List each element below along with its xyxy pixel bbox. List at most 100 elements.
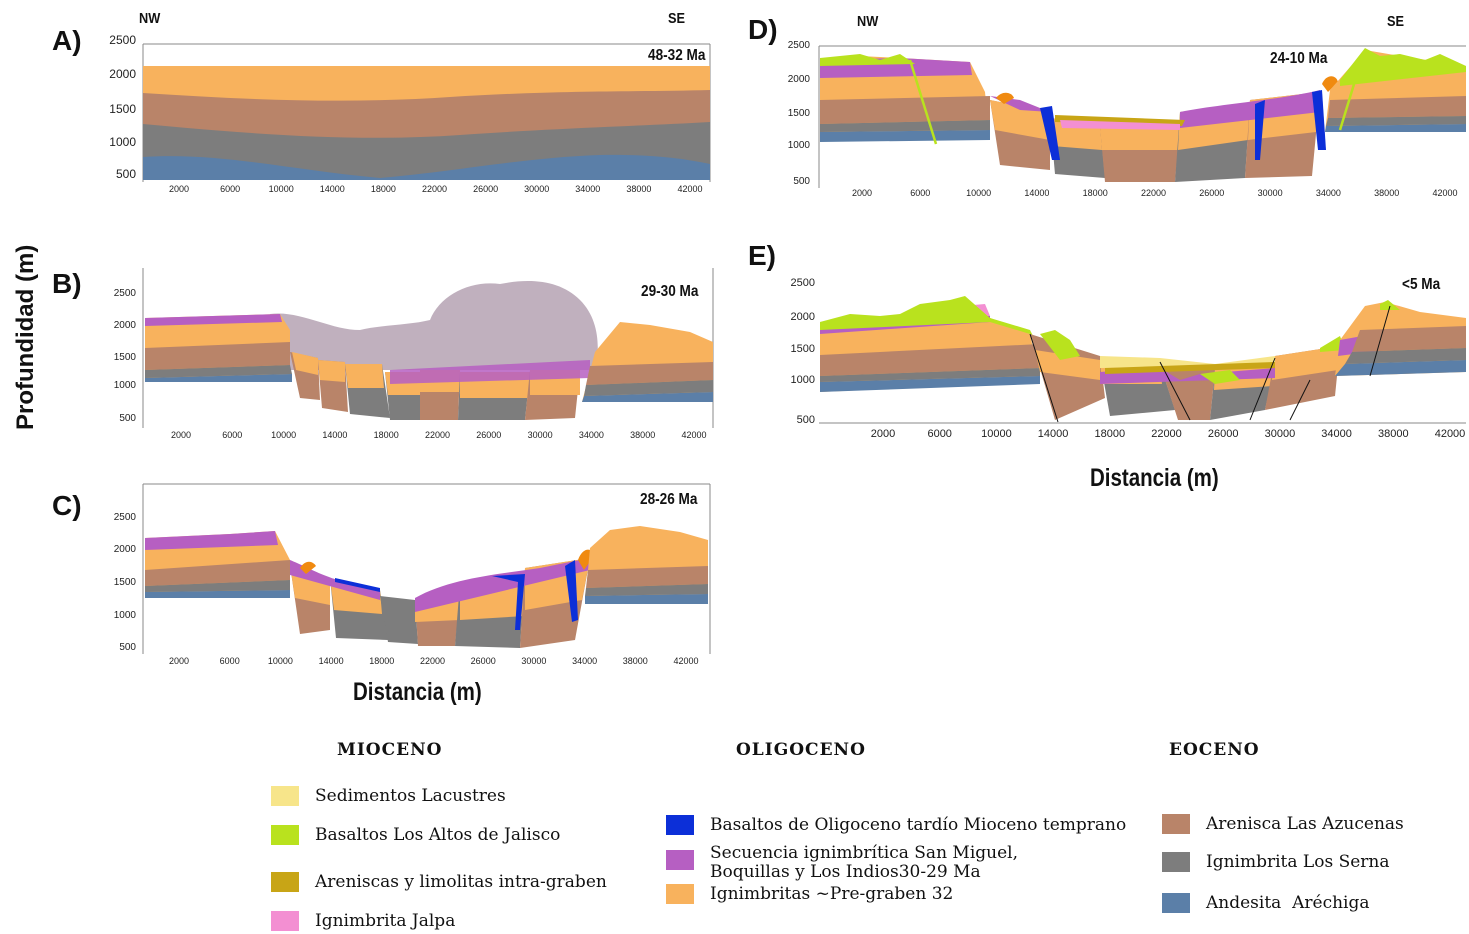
legend-label: Sedimentos Lacustres (315, 785, 506, 806)
x-tick-label: 42000 (1435, 428, 1466, 440)
panel-c-age: 28-26 Ma (640, 491, 698, 508)
x-tick-label: 10000 (966, 188, 991, 198)
x-axis-title-right: Distancia (m) (1090, 464, 1219, 492)
x-tick-label: 34000 (1316, 188, 1341, 198)
y-tick-label: 1000 (791, 374, 815, 386)
x-tick-label: 14000 (1024, 188, 1049, 198)
panel-a-letter: A) (52, 25, 82, 56)
x-tick-label: 26000 (1208, 428, 1239, 440)
legend-item-jalpa: Ignimbrita Jalpa (271, 911, 455, 931)
x-tick-label: 10000 (981, 428, 1012, 440)
x-tick-label: 6000 (927, 428, 951, 440)
legend-label: Ignimbrita Los Serna (1206, 851, 1390, 872)
x-tick-label: 10000 (269, 184, 294, 194)
x-tick-label: 2000 (169, 656, 189, 666)
x-tick-label: 30000 (1258, 188, 1283, 198)
x-tick-label: 22000 (422, 184, 447, 194)
x-tick-label: 38000 (1374, 188, 1399, 198)
x-tick-label: 34000 (572, 656, 597, 666)
x-tick-label: 42000 (1432, 188, 1457, 198)
legend-swatch (271, 911, 299, 931)
legend-item-lacustres: Sedimentos Lacustres (271, 786, 506, 806)
y-tick-label: 1000 (114, 380, 137, 391)
x-tick-label: 38000 (1378, 428, 1409, 440)
legend-item-azucenas: Arenisca Las Azucenas (1162, 814, 1404, 834)
y-tick-label: 1500 (788, 108, 811, 119)
y-tick-label: 500 (119, 642, 136, 653)
x-tick-label: 6000 (910, 188, 930, 198)
x-tick-label: 18000 (371, 184, 396, 194)
legend-label: Arenisca Las Azucenas (1206, 813, 1404, 834)
panel-d-age: 24-10 Ma (1270, 50, 1328, 67)
x-tick-label: 26000 (471, 656, 496, 666)
y-tick-label: 1000 (109, 135, 136, 149)
x-tick-label: 22000 (420, 656, 445, 666)
x-tick-label: 14000 (320, 184, 345, 194)
legend-swatch (666, 884, 694, 904)
legend-label: Areniscas y limolitas intra-graben (315, 871, 607, 892)
legend-label: Basaltos Los Altos de Jalisco (315, 824, 561, 845)
x-tick-label: 14000 (319, 656, 344, 666)
y-tick-label: 1500 (114, 577, 137, 588)
legend-swatch (1162, 852, 1190, 872)
x-tick-label: 26000 (476, 430, 501, 440)
legend-swatch (666, 850, 694, 870)
panel-b-letter: B) (52, 268, 82, 299)
y-tick-label: 2500 (114, 512, 137, 523)
panel-d-letter: D) (748, 14, 778, 45)
legend-swatch (271, 872, 299, 892)
x-tick-label: 6000 (222, 430, 242, 440)
y-tick-label: 500 (116, 167, 136, 181)
x-tick-label: 34000 (1321, 428, 1352, 440)
legend-item-arechiga: Andesita Aréchiga (1162, 893, 1370, 913)
y-tick-label: 2000 (788, 74, 811, 85)
legend-item-areniscas-intra: Areniscas y limolitas intra-graben (271, 872, 607, 892)
x-tick-label: 2000 (871, 428, 895, 440)
y-tick-label: 2000 (114, 320, 137, 331)
legend-label: Ignimbrita Jalpa (315, 910, 456, 931)
x-tick-label: 26000 (1199, 188, 1224, 198)
x-tick-label: 10000 (271, 430, 296, 440)
y-tick-label: 1500 (791, 343, 815, 355)
x-tick-label: 26000 (473, 184, 498, 194)
x-tick-label: 34000 (575, 184, 600, 194)
x-tick-label: 6000 (220, 656, 240, 666)
x-tick-label: 42000 (677, 184, 702, 194)
x-tick-label: 38000 (626, 184, 651, 194)
legend-label: Ignimbritas ~Pre-graben 32 (710, 883, 954, 904)
x-tick-label: 30000 (524, 184, 549, 194)
legend-heading-eoceno: EOCENO (1169, 740, 1260, 760)
x-tick-label: 30000 (521, 656, 546, 666)
legend-swatch (1162, 893, 1190, 913)
y-tick-label: 2000 (791, 311, 815, 323)
legend-heading-mioceno: MIOCENO (337, 740, 443, 760)
x-tick-label: 30000 (528, 430, 553, 440)
x-tick-label: 22000 (425, 430, 450, 440)
x-tick-label: 22000 (1151, 428, 1182, 440)
x-tick-label: 2000 (169, 184, 189, 194)
x-tick-label: 42000 (681, 430, 706, 440)
legend-item-san-miguel: Secuencia ignimbrítica San Miguel, Boqui… (666, 844, 1018, 882)
panel-c-letter: C) (52, 490, 82, 521)
x-tick-label: 34000 (579, 430, 604, 440)
legend-swatch (271, 786, 299, 806)
panel-e-age: <5 Ma (1402, 276, 1441, 293)
x-tick-label: 18000 (369, 656, 394, 666)
y-tick-label: 2500 (114, 288, 137, 299)
panel-a-se-label: SE (668, 10, 686, 27)
x-tick-label: 14000 (322, 430, 347, 440)
legend-label: Basaltos de Oligoceno tardío Mioceno tem… (710, 814, 1127, 835)
y-tick-label: 1500 (114, 352, 137, 363)
y-tick-label: 2500 (109, 33, 136, 47)
y-tick-label: 1000 (114, 610, 137, 621)
x-axis-title-left: Distancia (m) (353, 678, 482, 706)
x-tick-label: 18000 (1083, 188, 1108, 198)
y-tick-label: 500 (797, 414, 815, 426)
x-tick-label: 18000 (374, 430, 399, 440)
panel-d-nw-label: NW (857, 13, 879, 30)
panel-a-nw-label: NW (139, 10, 161, 27)
